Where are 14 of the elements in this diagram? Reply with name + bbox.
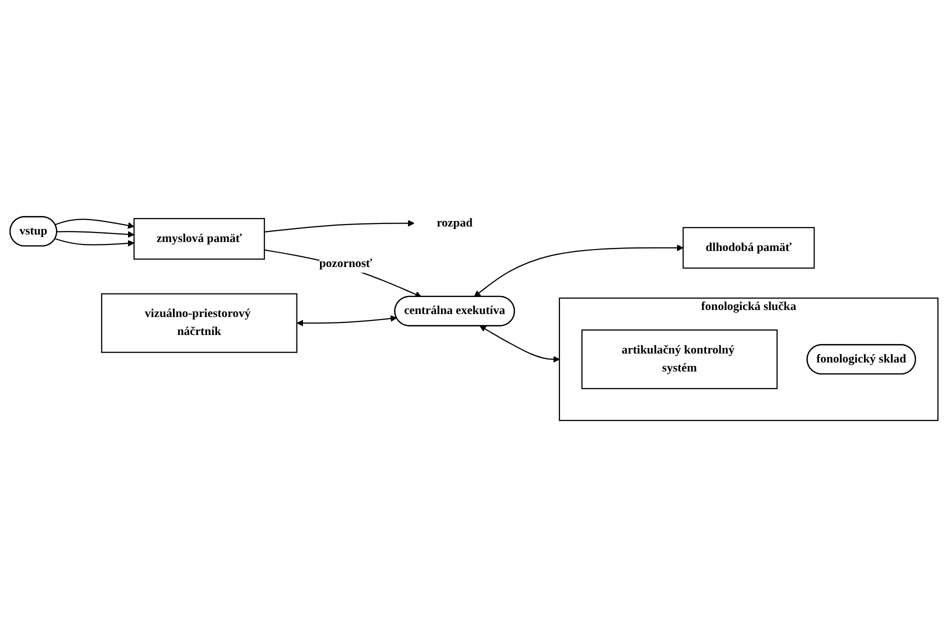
arrow: [55, 238, 134, 247]
node-box: dlhodobá pamäť: [682, 227, 815, 269]
node-box: zmyslová pamäť: [134, 218, 265, 260]
arrow: [474, 244, 684, 298]
arrow: [480, 326, 560, 363]
arrow: [57, 231, 134, 238]
arrow: [264, 250, 422, 298]
edge-label: pozornosť: [319, 257, 372, 270]
arrow: [296, 315, 397, 327]
node-box: vizuálno-priestorový náčrtník: [101, 294, 298, 354]
node-text: rozpad: [436, 216, 473, 230]
node-box: artikulačný kontrolný systém: [581, 330, 778, 390]
arrow: [55, 219, 134, 230]
arrow: [264, 220, 414, 233]
